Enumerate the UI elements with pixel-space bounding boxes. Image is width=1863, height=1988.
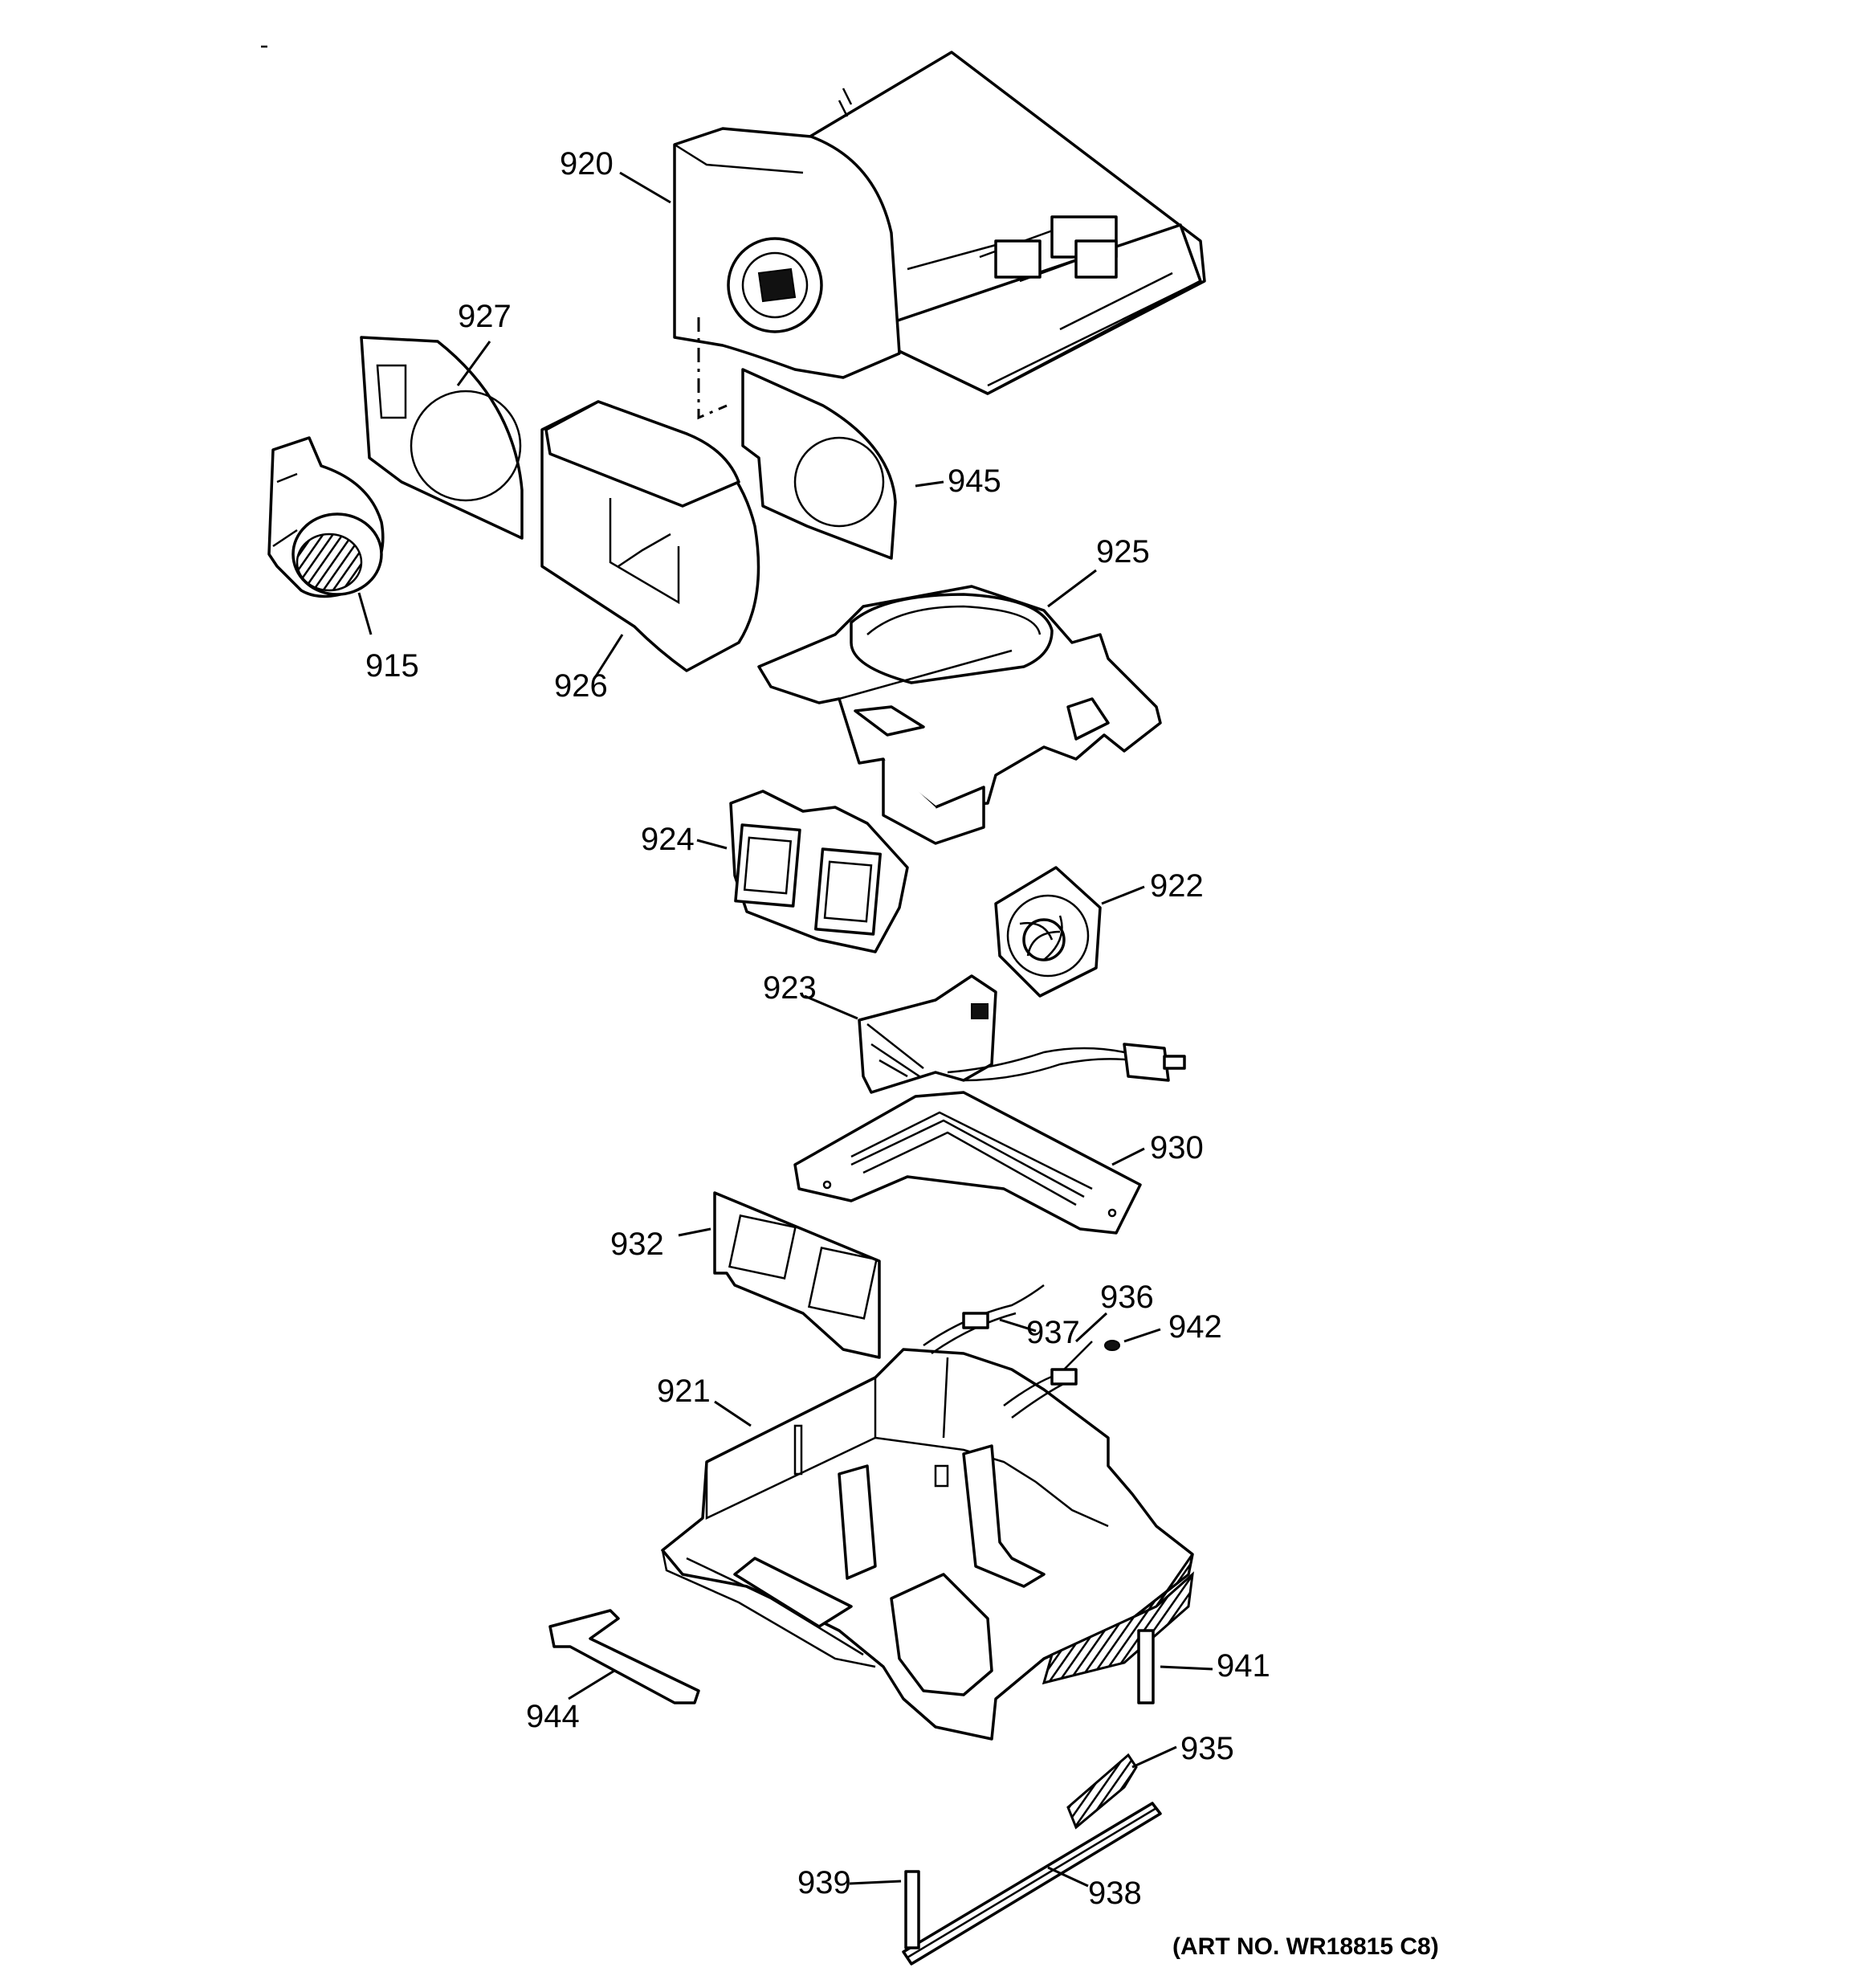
part-945-gasket xyxy=(741,368,897,560)
part-923-module xyxy=(858,974,1186,1094)
part-935-filter xyxy=(1066,1753,1138,1830)
part-939-strip xyxy=(904,1870,920,1949)
callout-920: 920 xyxy=(560,146,614,182)
callout-945: 945 xyxy=(948,463,1001,499)
part-936-strip xyxy=(902,1802,1162,1966)
callout-labels: 920 927 945 925 915 926 924 922 923 930 … xyxy=(365,146,1439,1960)
callout-922: 922 xyxy=(1150,868,1204,904)
callout-921: 921 xyxy=(657,1374,711,1409)
callout-944: 944 xyxy=(526,1699,580,1734)
part-927-plate xyxy=(360,336,524,540)
callout-930: 930 xyxy=(1150,1130,1204,1165)
callout-937: 937 xyxy=(1026,1315,1080,1350)
part-924-housing xyxy=(729,790,909,953)
part-932-plate xyxy=(713,1191,881,1359)
part-925-housing xyxy=(757,585,1162,845)
callout-939: 939 xyxy=(797,1865,851,1900)
part-921-case xyxy=(661,1348,1194,1741)
callout-926: 926 xyxy=(554,668,608,704)
leader-lines xyxy=(357,171,1213,1888)
part-941-strip xyxy=(1137,1629,1155,1704)
callout-942: 942 xyxy=(1168,1309,1222,1345)
callout-936: 938 xyxy=(1088,1876,1142,1911)
callout-938: 936 xyxy=(1100,1280,1154,1315)
part-922-fan xyxy=(994,866,1102,998)
callout-923: 923 xyxy=(763,970,817,1006)
callout-935: 935 xyxy=(1180,1731,1234,1766)
part-920-ice-maker xyxy=(673,51,1206,420)
part-915-damper xyxy=(267,436,385,598)
callout-927: 927 xyxy=(458,299,512,334)
part-930-heater xyxy=(793,1091,1142,1235)
callout-925: 925 xyxy=(1096,534,1150,569)
parts-937-938-942-wiring xyxy=(923,1284,1120,1419)
art-number: (ART NO. WR18815 C8) xyxy=(1172,1933,1439,1960)
callout-941: 941 xyxy=(1217,1648,1270,1684)
callout-915: 915 xyxy=(365,648,419,684)
part-944-strip xyxy=(548,1609,700,1704)
callout-932: 932 xyxy=(610,1227,664,1262)
callout-924: 924 xyxy=(641,822,695,857)
part-926-duct xyxy=(540,400,760,672)
